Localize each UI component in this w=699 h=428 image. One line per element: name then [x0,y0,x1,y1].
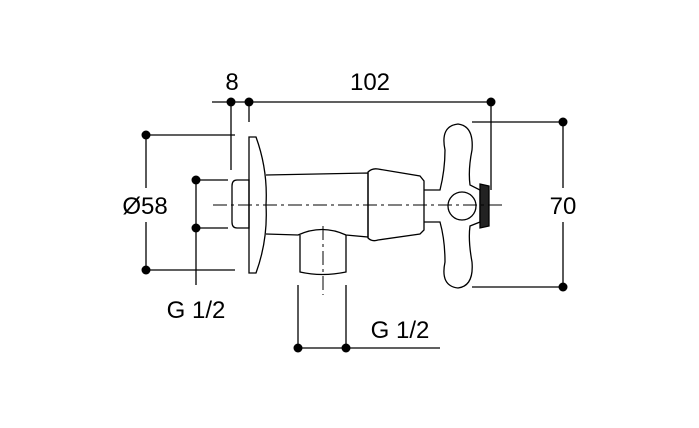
label-outlet-thread: G 1/2 [371,317,430,344]
dimension-outlet-thread: G 1/2 [293,285,440,353]
label-flange-thickness: 8 [225,69,238,96]
dimension-length: 8 102 [212,69,496,190]
dimension-inlet-thread: G 1/2 [167,175,228,324]
label-overall-length: 102 [350,69,390,96]
label-height: 70 [550,193,577,220]
dimension-diameter: Ø58 [122,130,235,275]
valve-body [213,123,505,295]
label-inlet-thread: G 1/2 [167,297,226,324]
label-diameter: Ø58 [122,193,167,220]
dimension-height: 70 [472,117,577,292]
